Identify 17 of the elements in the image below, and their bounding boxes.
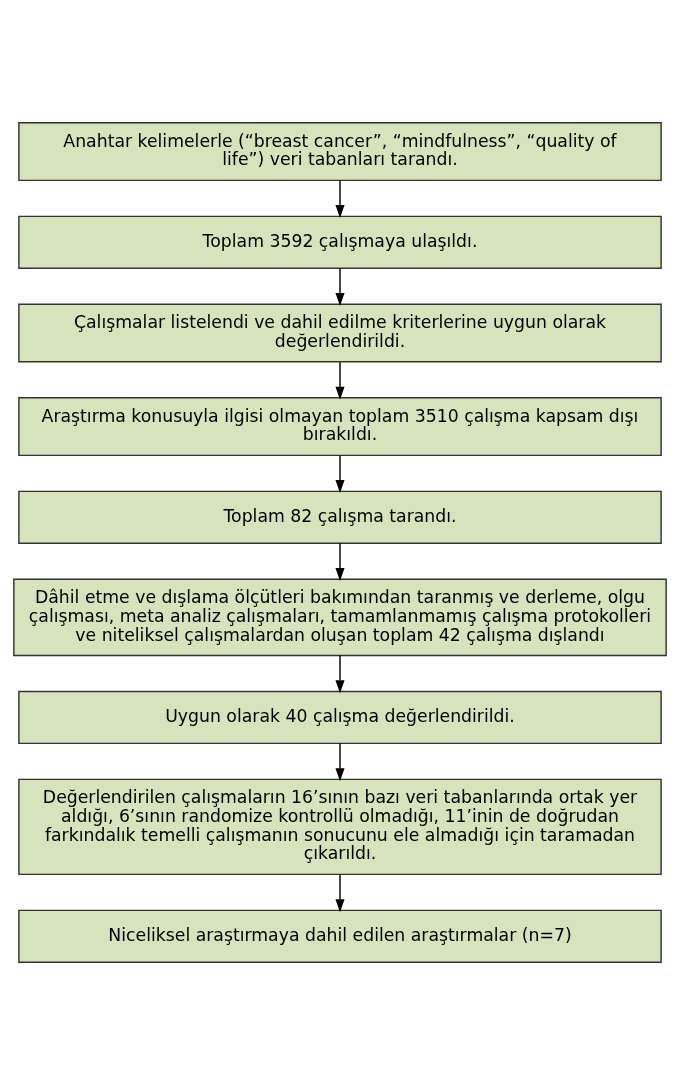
node-box: Toplam 3592 çalışmaya ulaşıldı.	[18, 215, 662, 269]
arrow	[335, 267, 345, 306]
node-box: Niceliksel araştırmaya dahil edilen araştırmalar (n=7)	[18, 909, 662, 963]
arrow	[335, 360, 345, 400]
node-box: Dâhil etme ve dışlama ölçütleri bakımından taranmış ve derleme, olgu çalışması, meta analiz çalışmaları, tamamlanmamış çalışma protokolleri ve niteliksel çalışmalardan oluşan toplam 42 çalışma dışlandı	[13, 578, 667, 656]
node-box: Çalışmalar listelendi ve dahil edilme kriterlerine uygun olarak değerlendirildi.	[18, 302, 662, 362]
node-box: Uygun olarak 40 çalışma değerlendirildi.	[18, 690, 662, 744]
node-box: Değerlendirilen çalışmaların 16’sının bazı veri tabanlarında ortak yer aldığı, 6’sının randomize kontrollü olmadığı, 11’inin de doğrudan farkındalık temelli çalışmanın sonucunu ele almadığı için taramadan çıkarıldı.	[18, 778, 662, 875]
arrow	[335, 742, 345, 781]
arrow	[335, 654, 345, 693]
arrow	[335, 873, 345, 912]
node-box: Anahtar kelimelerle (“breast cancer”, “mindfulness”, “quality of life”) veri tabanları tarandı.	[18, 121, 662, 181]
arrow	[335, 179, 345, 218]
arrow	[335, 454, 345, 493]
node-box: Araştırma konusuyla ilgisi olmayan toplam 3510 çalışma kapsam dışı bırakıldı.	[18, 396, 662, 456]
node-box: Toplam 82 çalışma tarandı.	[18, 490, 662, 544]
arrow	[335, 542, 345, 581]
